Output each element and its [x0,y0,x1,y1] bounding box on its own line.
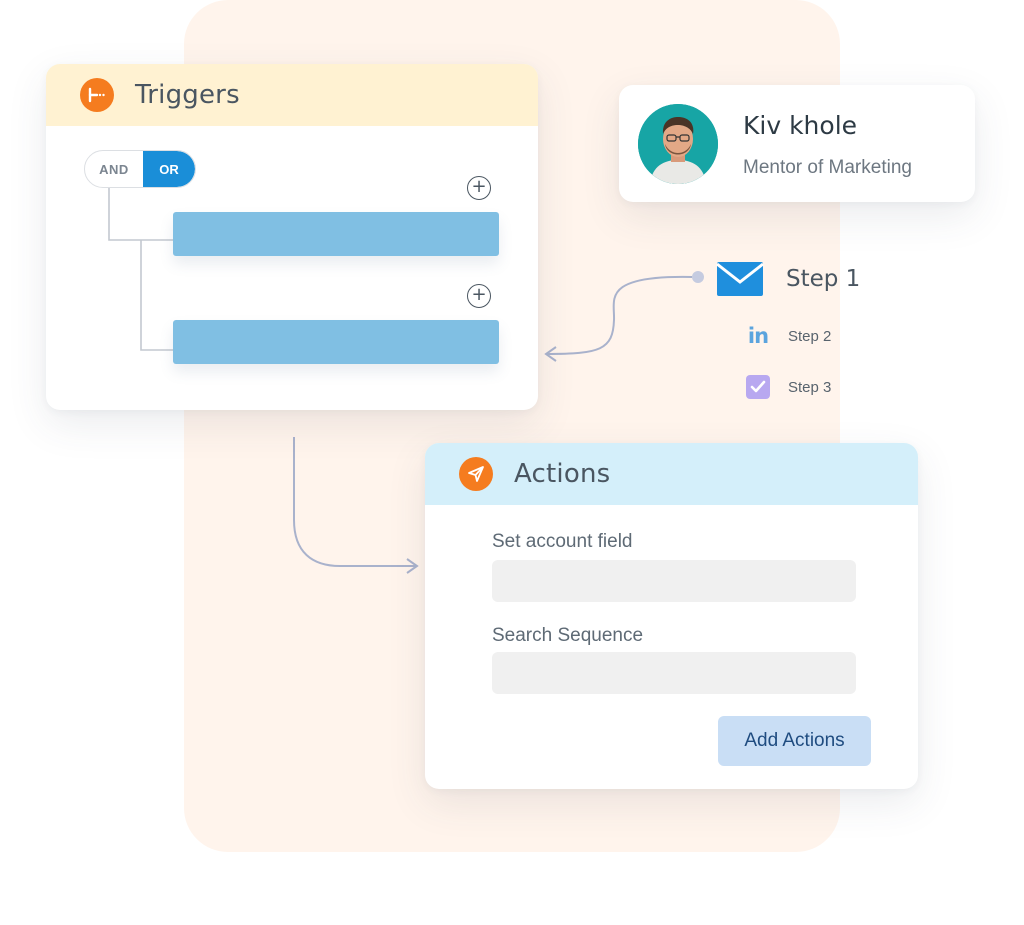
search-sequence-label: Search Sequence [492,625,644,646]
sequence-steps: Step 1 in Step 2 Step 3 [716,260,936,410]
tree-lines [108,188,173,351]
profile-name: Kiv khole [743,111,858,140]
and-or-toggle[interactable]: AND OR [84,150,196,188]
triggers-card: Triggers AND OR + + [46,64,538,410]
mail-icon [716,262,764,296]
account-field-input[interactable] [492,560,856,602]
send-icon [459,457,493,491]
add-condition-button[interactable]: + [467,284,491,308]
actions-card: Actions Set account field Search Sequenc… [425,443,918,789]
avatar [638,104,718,184]
linkedin-icon: in [747,324,769,348]
step-label: Step 3 [788,378,832,396]
triggers-title: Triggers [135,80,240,110]
step-item[interactable]: Step 1 [716,260,860,298]
step-item[interactable]: in Step 2 [746,324,831,348]
profile-role: Mentor of Marketing [743,157,912,178]
toggle-and-option[interactable]: AND [99,161,129,177]
add-condition-button[interactable]: + [467,176,491,200]
plus-icon: + [471,176,487,197]
profile-card: Kiv khole Mentor of Marketing [619,85,975,202]
account-field-label: Set account field [492,531,633,552]
plus-icon: + [471,284,487,305]
condition-bar[interactable] [173,320,499,364]
toggle-or-option[interactable]: OR [143,151,195,187]
triggers-header: Triggers [46,64,538,126]
step-item[interactable]: Step 3 [746,375,831,399]
search-sequence-input[interactable] [492,652,856,694]
checkbox-icon [746,375,770,399]
add-actions-button[interactable]: Add Actions [718,716,871,766]
step-label: Step 2 [788,327,832,345]
actions-title: Actions [514,459,611,489]
step-label: Step 1 [786,266,861,292]
condition-bar[interactable] [173,212,499,256]
actions-header: Actions [425,443,918,505]
trigger-icon [80,78,114,112]
